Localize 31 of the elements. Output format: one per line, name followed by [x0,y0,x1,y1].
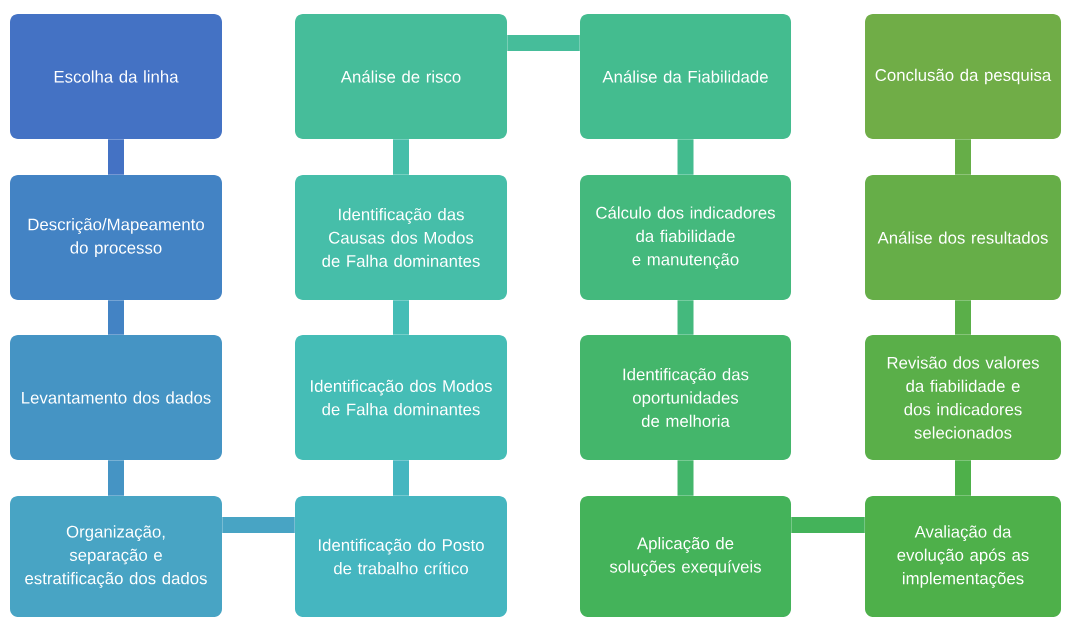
connector-bar [108,139,124,175]
process-box: Aplicação de soluções exequíveis [580,496,791,617]
connector-bar [791,517,865,534]
connector-bar [507,35,580,52]
process-box: Cálculo dos indicadores da fiabilidade e manutenção [580,175,791,300]
process-box: Revisão dos valores da fiabilidade e dos indicadores selecionados [865,335,1061,460]
process-box: Descrição/Mapeamento do processo [10,175,222,300]
process-box: Análise de risco [295,14,507,139]
connector-bar [677,300,694,335]
connector-bar [955,460,971,496]
process-box: Análise da Fiabilidade [580,14,791,139]
connector-bar [393,460,409,496]
connector-bar [677,139,694,175]
process-box: Conclusão da pesquisa [865,14,1061,139]
connector-bar [393,300,409,335]
process-box: Avaliação da evolução após as implementações [865,496,1061,617]
process-box: Identificação das Causas dos Modos de Falha dominantes [295,175,507,300]
connector-bar [393,139,409,175]
process-box: Identificação dos Modos de Falha dominantes [295,335,507,460]
process-box: Levantamento dos dados [10,335,222,460]
process-box: Identificação do Posto de trabalho crítico [295,496,507,617]
connector-bar [955,139,971,175]
process-box: Identificação das oportunidades de melhoria [580,335,791,460]
process-box: Análise dos resultados [865,175,1061,300]
connector-bar [677,460,694,496]
connector-bar [108,460,124,496]
connector-bar [955,300,971,335]
process-box: Escolha da linha [10,14,222,139]
connector-bar [108,300,124,335]
connector-bar [222,517,295,534]
process-box: Organização, separação e estratificação dos dados [10,496,222,617]
